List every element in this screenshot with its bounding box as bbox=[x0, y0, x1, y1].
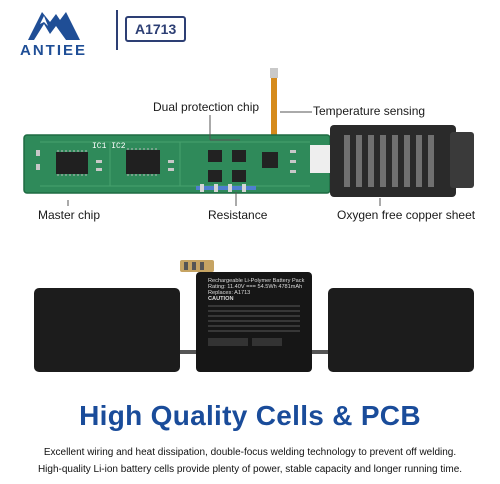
brand-name: ANTIEE bbox=[20, 42, 88, 59]
battery-flex-tail bbox=[180, 260, 214, 272]
battery-pack: Rechargeable Li-Polymer Battery Pack Rat… bbox=[34, 260, 474, 372]
antiee-mountain-logo-icon bbox=[28, 12, 80, 40]
svg-text:Rating: 11.40V === 54.5Wh 4781: Rating: 11.40V === 54.5Wh 4781mAh bbox=[208, 284, 302, 290]
connector-pins bbox=[344, 135, 434, 187]
model-badge: A1713 bbox=[125, 16, 187, 42]
description-line-1: Excellent wiring and heat dissipation, d… bbox=[43, 447, 457, 458]
label-resistance: Resistance bbox=[208, 208, 268, 222]
header-divider bbox=[116, 10, 118, 50]
svg-text:Rechargeable Li-Polymer Batter: Rechargeable Li-Polymer Battery Pack bbox=[208, 278, 305, 284]
label-oxygen-free-copper-sheet: Oxygen free copper sheet bbox=[337, 208, 476, 222]
label-dual-protection-chip: Dual protection chip bbox=[153, 100, 260, 114]
pcb-board bbox=[24, 135, 330, 193]
protection-chips bbox=[208, 150, 278, 182]
battery-cell-center bbox=[196, 272, 312, 372]
master-chips bbox=[56, 148, 160, 176]
chip-marks: IC1 IC2 bbox=[92, 142, 126, 151]
svg-text:Replaces: A1713: Replaces: A1713 bbox=[208, 290, 250, 296]
temperature-sensor-tip bbox=[270, 68, 278, 78]
battery-cell-right bbox=[328, 288, 474, 372]
resistor-strip bbox=[196, 186, 256, 190]
main-title: High Quality Cells & PCB bbox=[79, 400, 421, 431]
description-line-2: High-quality Li-ion battery cells provid… bbox=[37, 464, 463, 475]
label-master-chip: Master chip bbox=[38, 208, 101, 222]
battery-cell-left bbox=[34, 288, 180, 372]
svg-text:CAUTION: CAUTION bbox=[208, 296, 233, 302]
label-temperature-sensing: Temperature sensing bbox=[313, 104, 426, 118]
